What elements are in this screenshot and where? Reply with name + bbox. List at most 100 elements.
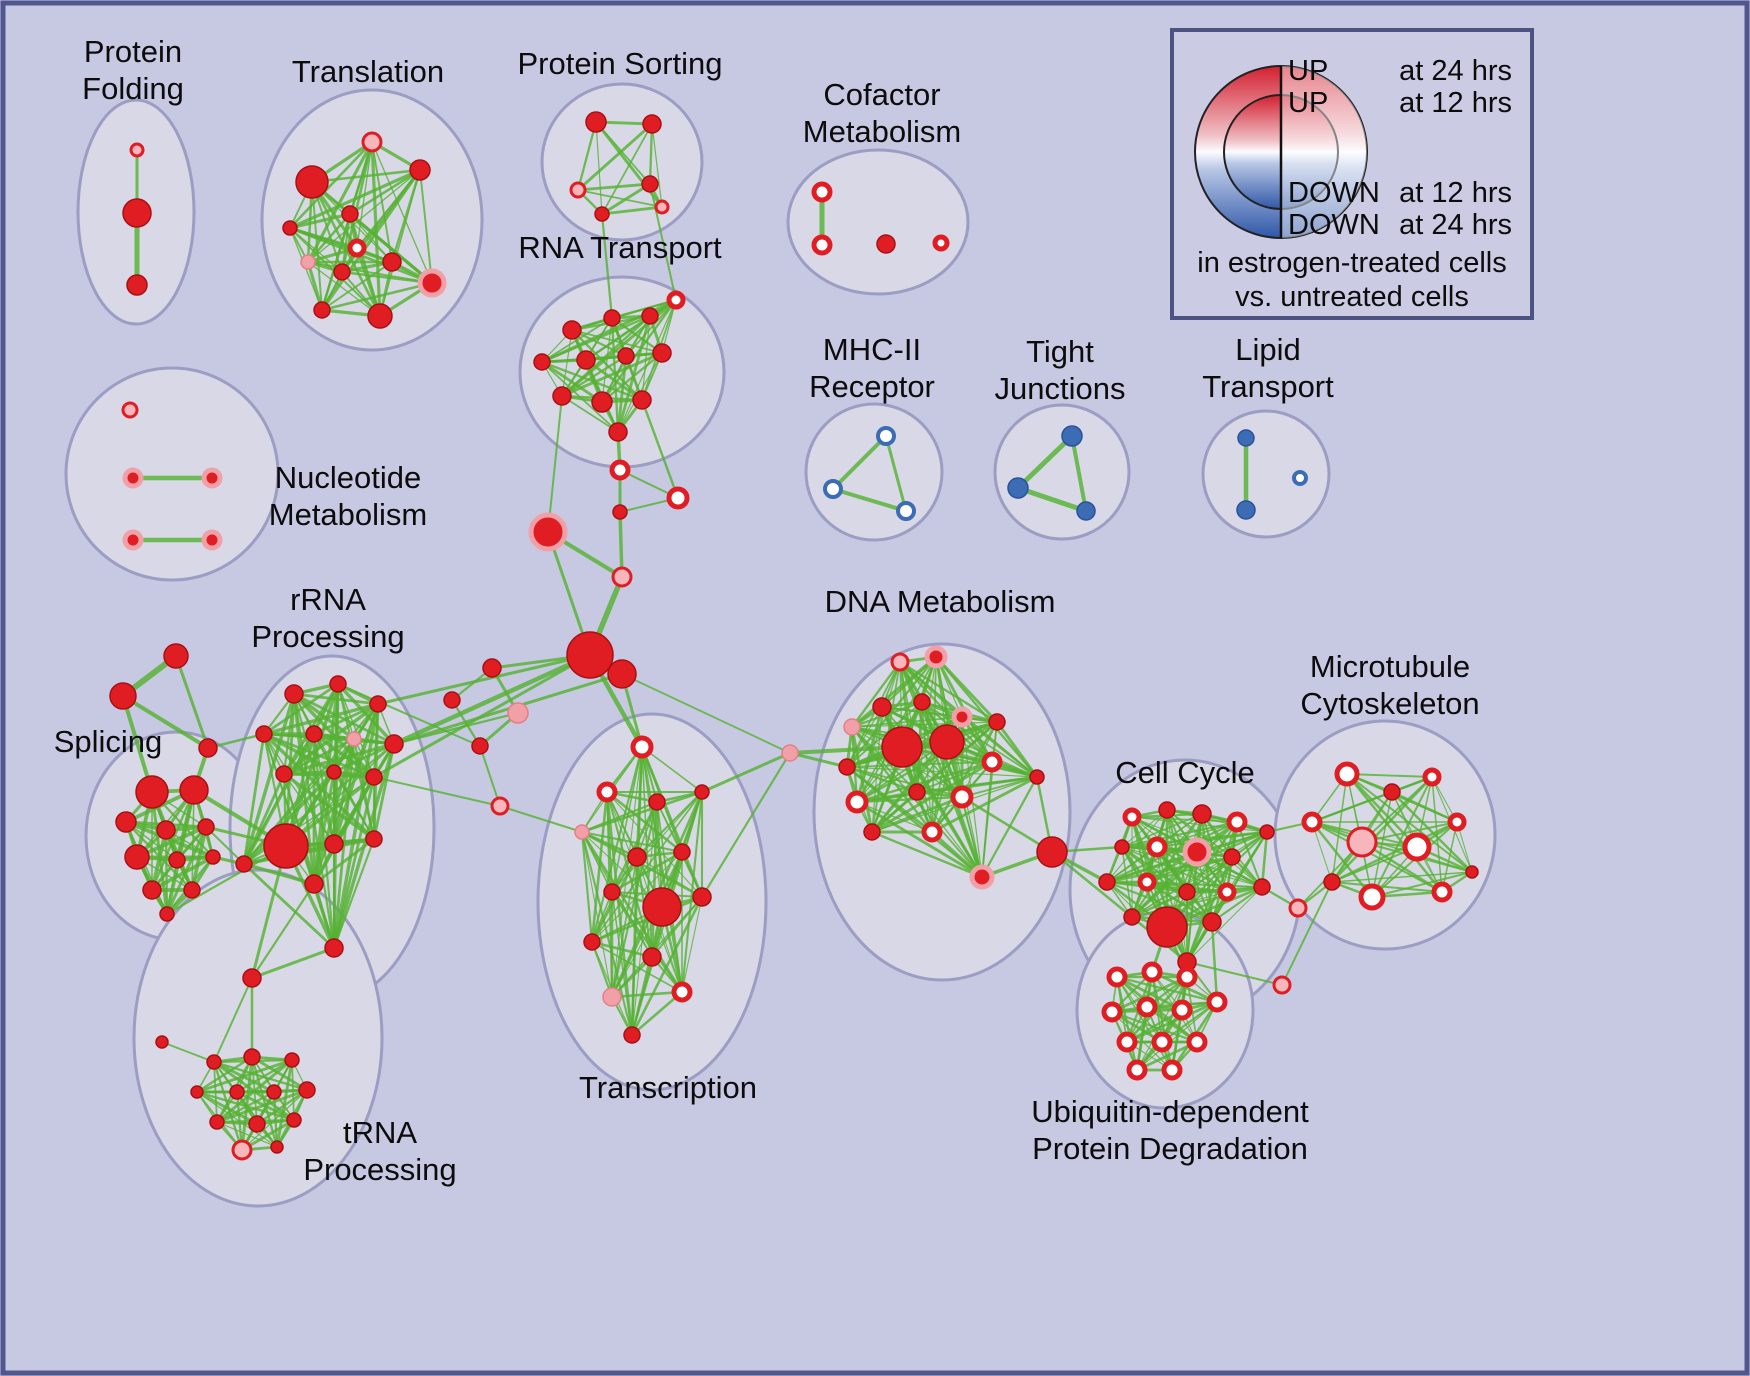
node-fr13 bbox=[1288, 898, 1308, 918]
node-mh3 bbox=[896, 501, 916, 521]
node-fr5 bbox=[611, 566, 633, 588]
edge-tc4-fr11 bbox=[700, 751, 792, 794]
edge-ub1-ub11 bbox=[1115, 975, 1139, 1072]
edge-dn9-dn18 bbox=[900, 745, 984, 879]
node-tr9 bbox=[382, 252, 402, 272]
cluster-label-rrna-processing-0: rRNA bbox=[290, 582, 366, 617]
edge-ps2-ps5 bbox=[601, 123, 653, 215]
node-nm5 bbox=[201, 529, 223, 551]
node-ub1 bbox=[1106, 966, 1128, 988]
edge-dn7-dn12 bbox=[995, 720, 1039, 779]
node-dn16 bbox=[863, 823, 881, 841]
cluster-label-rrna-processing-1: Processing bbox=[251, 619, 404, 654]
node-pf3 bbox=[126, 274, 148, 296]
edge-rr3-rr5 bbox=[312, 702, 380, 736]
node-tn1 bbox=[242, 968, 262, 988]
node-rt10 bbox=[591, 391, 613, 413]
edge-hub1-rr3 bbox=[376, 653, 592, 706]
edge-rr6-rr8 bbox=[282, 737, 356, 776]
node-dn7 bbox=[988, 713, 1006, 731]
cluster-label-trna-processing-1: Processing bbox=[303, 1152, 456, 1187]
edge-tc14-tc15 bbox=[630, 990, 684, 1037]
node-hub1 bbox=[566, 631, 614, 679]
node-sp2 bbox=[179, 775, 209, 805]
node-cc5 bbox=[1259, 824, 1275, 840]
cluster-label-lipid-transport-1: Transport bbox=[1202, 369, 1334, 404]
node-cf2 bbox=[811, 234, 833, 256]
edge-rr13-rr14 bbox=[242, 837, 376, 866]
node-cc16 bbox=[1202, 912, 1222, 932]
node-ps3 bbox=[569, 181, 587, 199]
edge-dn10-dn13 bbox=[856, 741, 948, 803]
edge-rr3-rr4 bbox=[262, 702, 380, 736]
node-dn5 bbox=[913, 693, 931, 711]
cluster-label-protein-folding-1: Folding bbox=[82, 71, 184, 106]
node-fr11 bbox=[781, 744, 799, 762]
edge-rr8-rr14 bbox=[242, 772, 286, 866]
node-fr1 bbox=[609, 459, 631, 481]
node-rr5 bbox=[305, 725, 323, 743]
node-dn17 bbox=[921, 821, 943, 843]
node-tn6 bbox=[190, 1085, 204, 1099]
edge-tn9-tn11 bbox=[255, 1088, 309, 1126]
cluster-label-microtubule-cytoskeleton-0: Microtubule bbox=[1310, 649, 1470, 684]
node-mt11 bbox=[1465, 865, 1479, 879]
edge-cc4-cc14 bbox=[1235, 820, 1264, 889]
edge-ub7-ub9 bbox=[1160, 1000, 1219, 1044]
node-sp9 bbox=[142, 880, 162, 900]
edge-rt7-rt9 bbox=[560, 354, 628, 398]
edge-ub7-ub8 bbox=[1125, 1000, 1219, 1044]
node-sp1 bbox=[135, 775, 169, 809]
edge-tn10-tn14 bbox=[216, 1121, 278, 1148]
edge-tc5-tc7 bbox=[580, 830, 684, 854]
cluster-cofactor-metabolism bbox=[786, 148, 970, 296]
edge-tc8-tc11 bbox=[591, 891, 613, 943]
node-lt1 bbox=[1237, 429, 1255, 447]
node-tn9 bbox=[298, 1081, 316, 1099]
node-mt10 bbox=[1431, 881, 1453, 903]
cluster-tight-junctions bbox=[993, 403, 1131, 541]
node-tr12 bbox=[313, 301, 331, 319]
edge-tn8-tn10 bbox=[215, 1090, 276, 1124]
edge-rt8-rt10 bbox=[600, 351, 664, 404]
node-tc13 bbox=[602, 987, 622, 1007]
edge-tj2-tj3 bbox=[1015, 485, 1089, 514]
node-hub2 bbox=[607, 659, 637, 689]
node-sp3 bbox=[115, 811, 137, 833]
node-ps1 bbox=[585, 111, 607, 133]
node-mt6 bbox=[1402, 832, 1432, 862]
node-rt6 bbox=[576, 350, 596, 370]
edge-rt2-rt8 bbox=[610, 316, 664, 355]
node-spA bbox=[163, 643, 189, 669]
edge-dn12-dn14 bbox=[915, 775, 1039, 794]
node-tn11 bbox=[248, 1115, 266, 1133]
node-tc4 bbox=[694, 784, 710, 800]
node-rt11 bbox=[632, 390, 652, 410]
cluster-label-nucleotide-metabolism-1: Metabolism bbox=[269, 497, 428, 532]
node-rr6 bbox=[346, 731, 362, 747]
edge-hub1-rr10 bbox=[372, 653, 592, 779]
node-tn14 bbox=[270, 1140, 284, 1154]
edge-dn2-dn12 bbox=[934, 655, 1039, 779]
edge-fr10-tc5 bbox=[499, 805, 583, 833]
node-tn5 bbox=[284, 1052, 300, 1068]
node-ub12 bbox=[1161, 1059, 1183, 1081]
edge-tc5-tc14 bbox=[580, 830, 684, 994]
edge-rr13-rr16 bbox=[332, 837, 376, 950]
edge-cc14-cc18 bbox=[1186, 886, 1263, 963]
edge-tr10-tr12 bbox=[320, 281, 434, 312]
edge-rr2-rr4 bbox=[262, 682, 340, 736]
node-nm4 bbox=[122, 529, 144, 551]
edge-cc2-cc6 bbox=[1121, 809, 1168, 848]
node-ub6 bbox=[1171, 999, 1193, 1021]
edge-spB-spC bbox=[121, 694, 210, 750]
node-ub9 bbox=[1151, 1031, 1173, 1053]
cluster-label-lipid-transport-0: Lipid bbox=[1235, 332, 1301, 367]
node-tc7 bbox=[673, 843, 691, 861]
edge-tc5-tc13 bbox=[581, 831, 613, 998]
cluster-label-mhc-ii-receptor-0: MHC-II bbox=[823, 332, 921, 367]
edge-dn2-dn18 bbox=[935, 656, 983, 878]
edge-tr4-tr5 bbox=[288, 212, 352, 230]
edge-cc9-cc11 bbox=[1145, 855, 1234, 884]
